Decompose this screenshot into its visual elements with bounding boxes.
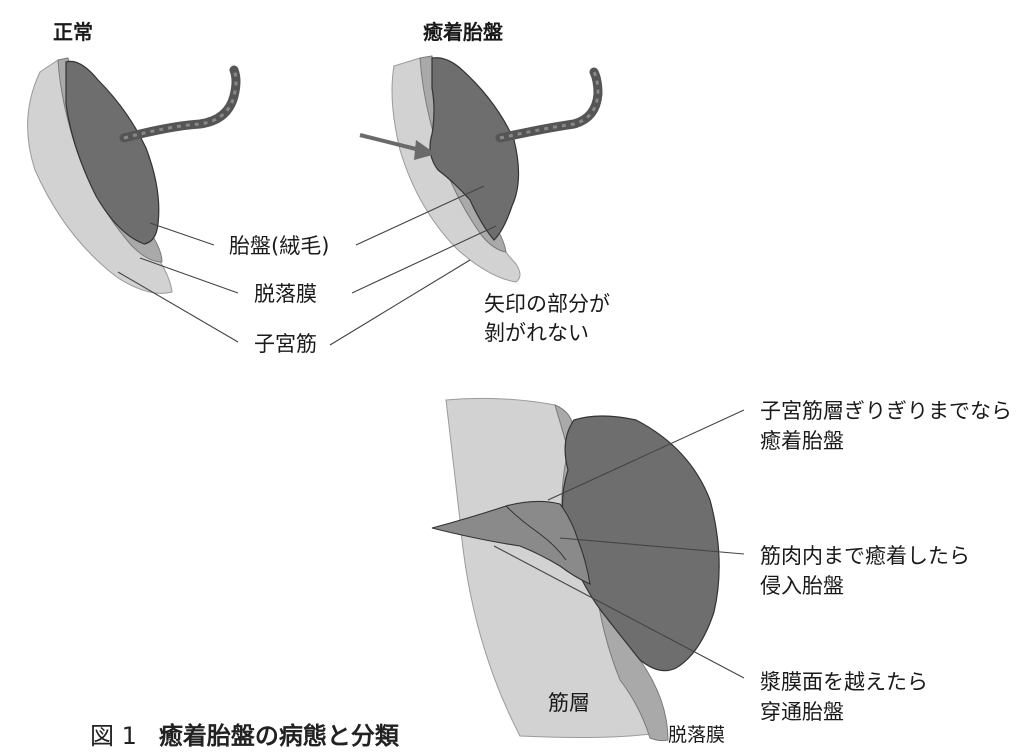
- class-percreta-line2: 穿通胎盤: [760, 699, 844, 725]
- figure-title: 癒着胎盤の病態と分類: [159, 722, 399, 750]
- umbilical-cord: [500, 72, 598, 138]
- label-myometrium: 子宮筋: [254, 331, 317, 357]
- leader-line: [118, 272, 238, 342]
- arrow-note-line2: 剝がれない: [484, 320, 589, 346]
- leader-line: [330, 260, 470, 345]
- class-percreta-line1: 漿膜面を越えたら: [760, 669, 928, 695]
- accreta-placenta-diagram: [360, 56, 598, 282]
- label-placenta: 胎盤(絨毛): [229, 233, 329, 259]
- umbilical-cord: [124, 70, 236, 138]
- arrow-note-line1: 矢印の部分が: [484, 291, 610, 317]
- class-increta-line2: 侵入胎盤: [760, 573, 844, 599]
- label-muscle-layer: 筋層: [548, 690, 590, 716]
- class-increta-line1: 筋肉内まで癒着したら: [760, 543, 970, 569]
- normal-placenta-diagram: [28, 58, 236, 293]
- title-accreta: 癒着胎盤: [423, 19, 503, 45]
- figure-number: 図 1: [90, 722, 137, 750]
- title-normal: 正常: [53, 19, 93, 45]
- label-decidua-bottom: 脱落膜: [668, 722, 725, 748]
- class-accreta-line1: 子宮筋層ぎりぎりまでなら: [760, 398, 1012, 424]
- figure-caption: 図 1 癒着胎盤の病態と分類: [90, 716, 399, 751]
- class-accreta-line2: 癒着胎盤: [760, 428, 844, 454]
- label-decidua: 脱落膜: [254, 281, 317, 307]
- leader-line: [150, 223, 214, 245]
